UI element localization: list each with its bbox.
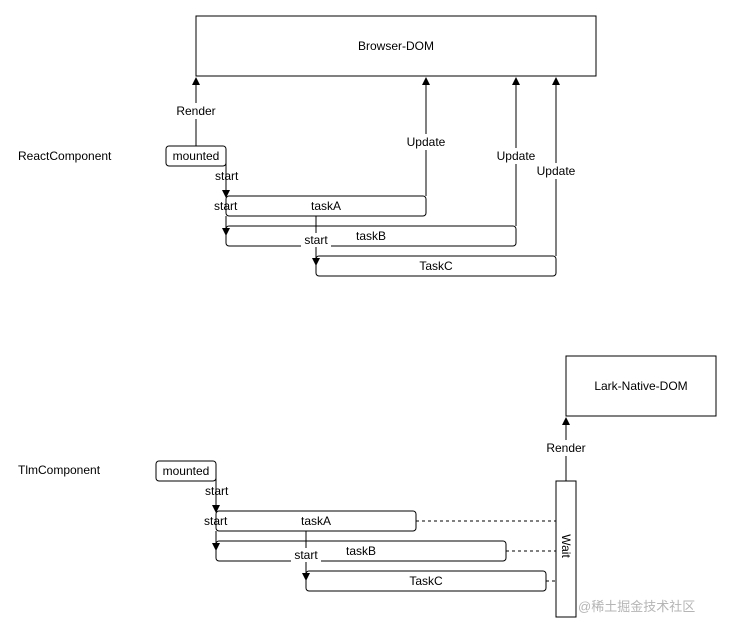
render-label-bg-bottom bbox=[544, 440, 588, 456]
start-label-3-top: start bbox=[304, 233, 328, 247]
task-c-node-top bbox=[315, 255, 557, 277]
lark-native-dom-box bbox=[565, 355, 717, 417]
render-label-bg-top bbox=[174, 103, 218, 119]
update-label-a-bg bbox=[404, 134, 448, 150]
watermark: @稀土掘金技术社区 bbox=[578, 599, 695, 614]
browser-dom-label: Browser-DOM bbox=[358, 39, 434, 53]
update-label-b-top: Update bbox=[497, 149, 536, 163]
task-c-label-bottom: TaskC bbox=[409, 574, 443, 588]
react-component-label: ReactComponent bbox=[18, 149, 112, 163]
wait-label: Wait bbox=[559, 534, 573, 558]
update-label-c-bg bbox=[534, 163, 578, 179]
lark-native-dom-label: Lark-Native-DOM bbox=[594, 379, 687, 393]
start-label-1-bottom: start bbox=[205, 484, 229, 498]
start-label-2-top: start bbox=[214, 199, 238, 213]
update-label-b-bg bbox=[494, 148, 538, 164]
task-c-label-top: TaskC bbox=[419, 259, 453, 273]
start-label-3-bg-top bbox=[301, 233, 331, 247]
update-label-c-top: Update bbox=[537, 164, 576, 178]
task-b-node-top bbox=[225, 225, 517, 247]
task-a-label-top: taskA bbox=[311, 199, 341, 213]
task-b-label-bottom: taskB bbox=[346, 544, 376, 558]
task-b-label-top: taskB bbox=[356, 229, 386, 243]
render-label-bottom: Render bbox=[546, 441, 585, 455]
task-a-label-bottom: taskA bbox=[301, 514, 331, 528]
mounted-label-top: mounted bbox=[173, 149, 220, 163]
start-label-2-bottom: start bbox=[204, 514, 228, 528]
start-label-3-bottom: start bbox=[294, 548, 318, 562]
start-label-3-bg-bottom bbox=[291, 548, 321, 562]
mounted-label-bottom: mounted bbox=[163, 464, 210, 478]
task-a-node-top bbox=[225, 195, 427, 217]
start-label-1-top: start bbox=[215, 169, 239, 183]
update-label-a-top: Update bbox=[407, 135, 446, 149]
render-label-top: Render bbox=[176, 104, 215, 118]
browser-dom-box bbox=[195, 15, 597, 77]
tlm-component-label: TlmComponent bbox=[18, 463, 101, 477]
